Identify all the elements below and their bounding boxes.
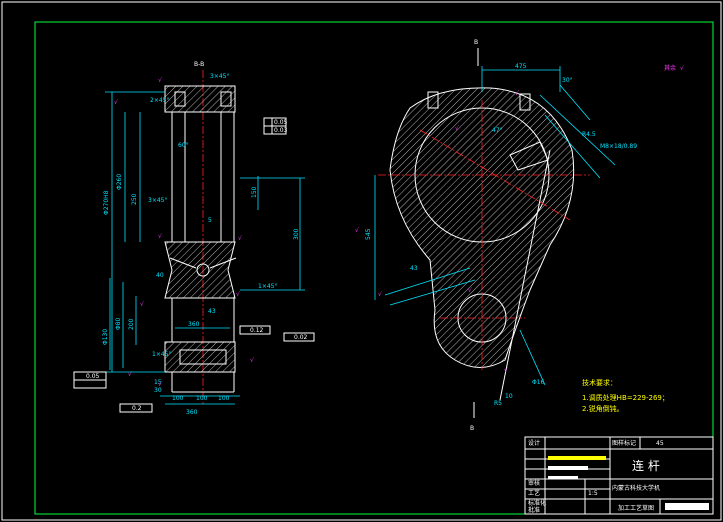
svg-text:300: 300	[293, 228, 300, 240]
title-block: 设计 审核 工艺 标准化 批准 图样标记 45 1:5 连 杆 内蒙古科技大学机…	[524, 436, 714, 515]
drawing-type: 加工工艺草图	[618, 504, 654, 512]
svg-text:1:5: 1:5	[588, 490, 598, 497]
svg-text:图样标记: 图样标记	[612, 439, 636, 447]
section-view-bb: B-B	[73, 61, 315, 416]
svg-text:R4.5: R4.5	[582, 131, 596, 138]
title-block-frame	[524, 436, 714, 515]
svg-text:545: 545	[365, 228, 372, 240]
svg-text:43: 43	[208, 308, 216, 315]
svg-text:30°: 30°	[562, 77, 573, 84]
svg-text:Φ16: Φ16	[532, 379, 545, 386]
svg-text:标准化: 标准化	[528, 499, 546, 507]
oil-hole	[196, 263, 210, 277]
svg-text:47°: 47°	[492, 127, 503, 134]
svg-text:√: √	[515, 90, 519, 97]
svg-text:0.05: 0.05	[86, 373, 100, 380]
school-name: 内蒙古科技大学机	[612, 484, 660, 492]
svg-text:√: √	[378, 291, 382, 298]
notes-line-2: 2.锐角倒钝。	[582, 404, 624, 413]
svg-text:√: √	[680, 65, 684, 72]
svg-text:1×45°: 1×45°	[152, 351, 171, 358]
svg-text:360: 360	[188, 321, 200, 328]
svg-text:1×45°: 1×45°	[258, 283, 277, 290]
svg-text:√: √	[455, 125, 459, 132]
part-name: 连 杆	[632, 458, 660, 473]
svg-text:45: 45	[656, 440, 664, 447]
svg-text:250: 250	[131, 193, 138, 205]
svg-text:0.12: 0.12	[250, 327, 264, 334]
svg-text:√: √	[158, 381, 162, 388]
top-bolt-hole-right	[220, 91, 232, 107]
lower-flange	[164, 341, 236, 373]
svg-text:475: 475	[515, 63, 527, 70]
svg-text:设计: 设计	[528, 439, 540, 447]
notes-line-1: 1.调质处理HB=229-269；	[582, 393, 669, 402]
svg-text:100: 100	[172, 395, 184, 402]
svg-text:40: 40	[156, 272, 164, 279]
svg-text:√: √	[114, 99, 118, 106]
svg-text:工艺: 工艺	[528, 489, 540, 497]
svg-text:0.03: 0.03	[274, 127, 288, 134]
svg-text:√: √	[355, 227, 359, 234]
svg-text:R5: R5	[494, 400, 502, 407]
svg-text:10: 10	[505, 393, 513, 400]
top-flange	[164, 85, 236, 113]
svg-text:审核: 审核	[528, 479, 540, 487]
roughness-note: 其余	[664, 64, 676, 72]
bolt-slot-right	[519, 93, 531, 111]
svg-text:60°: 60°	[178, 142, 189, 149]
technical-notes: 技术要求： 1.调质处理HB=229-269； 2.锐角倒钝。	[582, 378, 669, 413]
svg-text:0.2: 0.2	[132, 405, 142, 412]
svg-text:100: 100	[196, 395, 208, 402]
inner-border	[34, 21, 714, 515]
svg-text:√: √	[128, 371, 132, 378]
svg-text:43: 43	[410, 265, 418, 272]
neck-section	[164, 241, 236, 299]
main-view: B B 475 30° 47° R4.5 M8×18/0.89 545	[355, 39, 684, 432]
view-arrow-bottom: B	[470, 425, 474, 432]
svg-text:3×45°: 3×45°	[148, 197, 167, 204]
svg-text:5: 5	[208, 217, 212, 224]
svg-text:3×45°: 3×45°	[210, 73, 229, 80]
dim-bore-left: Φ270H8	[103, 190, 110, 215]
svg-text:100: 100	[218, 395, 230, 402]
svg-text:√: √	[158, 233, 162, 240]
svg-text:√: √	[504, 367, 508, 374]
svg-text:√: √	[158, 77, 162, 84]
svg-text:√: √	[238, 235, 242, 242]
svg-text:2×45°: 2×45°	[150, 97, 169, 104]
notes-title: 技术要求：	[582, 378, 617, 387]
svg-text:Φ260: Φ260	[116, 174, 123, 190]
svg-text:√: √	[140, 301, 144, 308]
svg-text:0.02: 0.02	[294, 334, 308, 341]
svg-text:M8×18/0.89: M8×18/0.89	[600, 143, 637, 150]
section-label: B-B	[194, 61, 204, 68]
svg-text:0.05: 0.05	[274, 119, 288, 126]
svg-text:批准: 批准	[528, 506, 540, 514]
svg-text:√: √	[250, 357, 254, 364]
svg-text:200: 200	[128, 318, 135, 330]
svg-text:√: √	[468, 287, 472, 294]
view-arrow-top: B	[474, 39, 478, 46]
svg-text:√: √	[236, 291, 240, 298]
top-bolt-hole-left	[174, 91, 186, 107]
svg-text:360: 360	[186, 409, 198, 416]
svg-text:Φ80: Φ80	[115, 317, 122, 330]
bolt-slot-left	[427, 91, 439, 109]
svg-text:150: 150	[251, 186, 258, 198]
svg-text:Φ130: Φ130	[102, 329, 109, 345]
svg-text:30: 30	[154, 387, 162, 394]
svg-text:15: 15	[154, 379, 162, 386]
